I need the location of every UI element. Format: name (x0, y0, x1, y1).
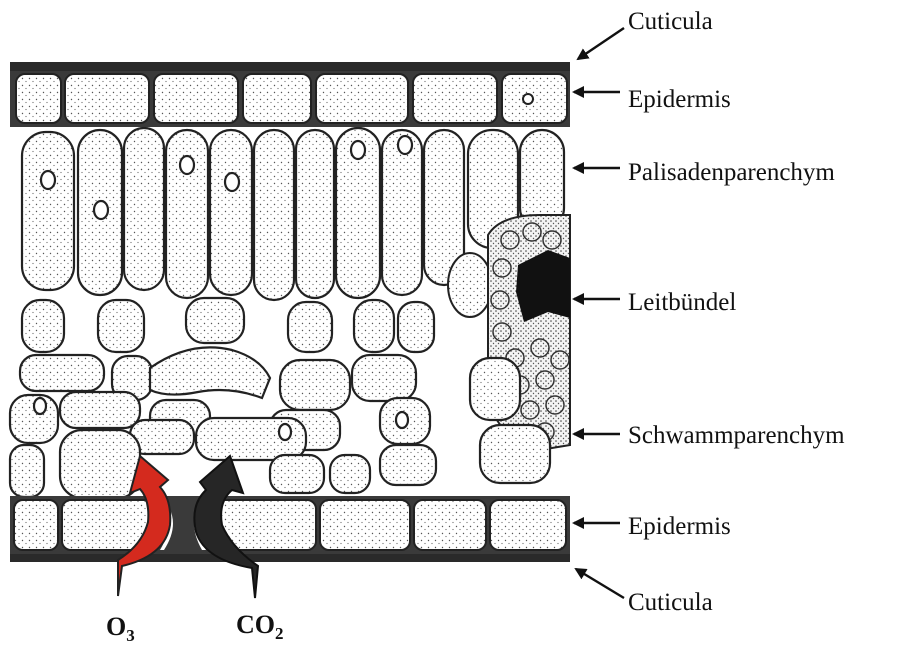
pointer-arrow-cuticula-top (578, 28, 624, 59)
label-cuticula-bottom: Cuticula (628, 590, 713, 615)
label-palisade: Palisadenparenchym (628, 160, 835, 185)
label-spongy: Schwammparenchym (628, 423, 845, 448)
pointer-arrows (574, 28, 624, 598)
label-cuticula-top: Cuticula (628, 9, 713, 34)
label-epidermis-bottom: Epidermis (628, 514, 731, 539)
label-epidermis-top: Epidermis (628, 87, 731, 112)
label-co2: CO2 (236, 612, 284, 642)
pointer-arrow-cuticula-bottom (576, 569, 624, 598)
upper-epidermis (10, 62, 570, 127)
label-ozone: O3 (106, 614, 135, 644)
label-vascular-bundle: Leitbündel (628, 290, 736, 315)
spongy-parenchyma (10, 298, 550, 498)
lower-epidermis (10, 496, 570, 562)
